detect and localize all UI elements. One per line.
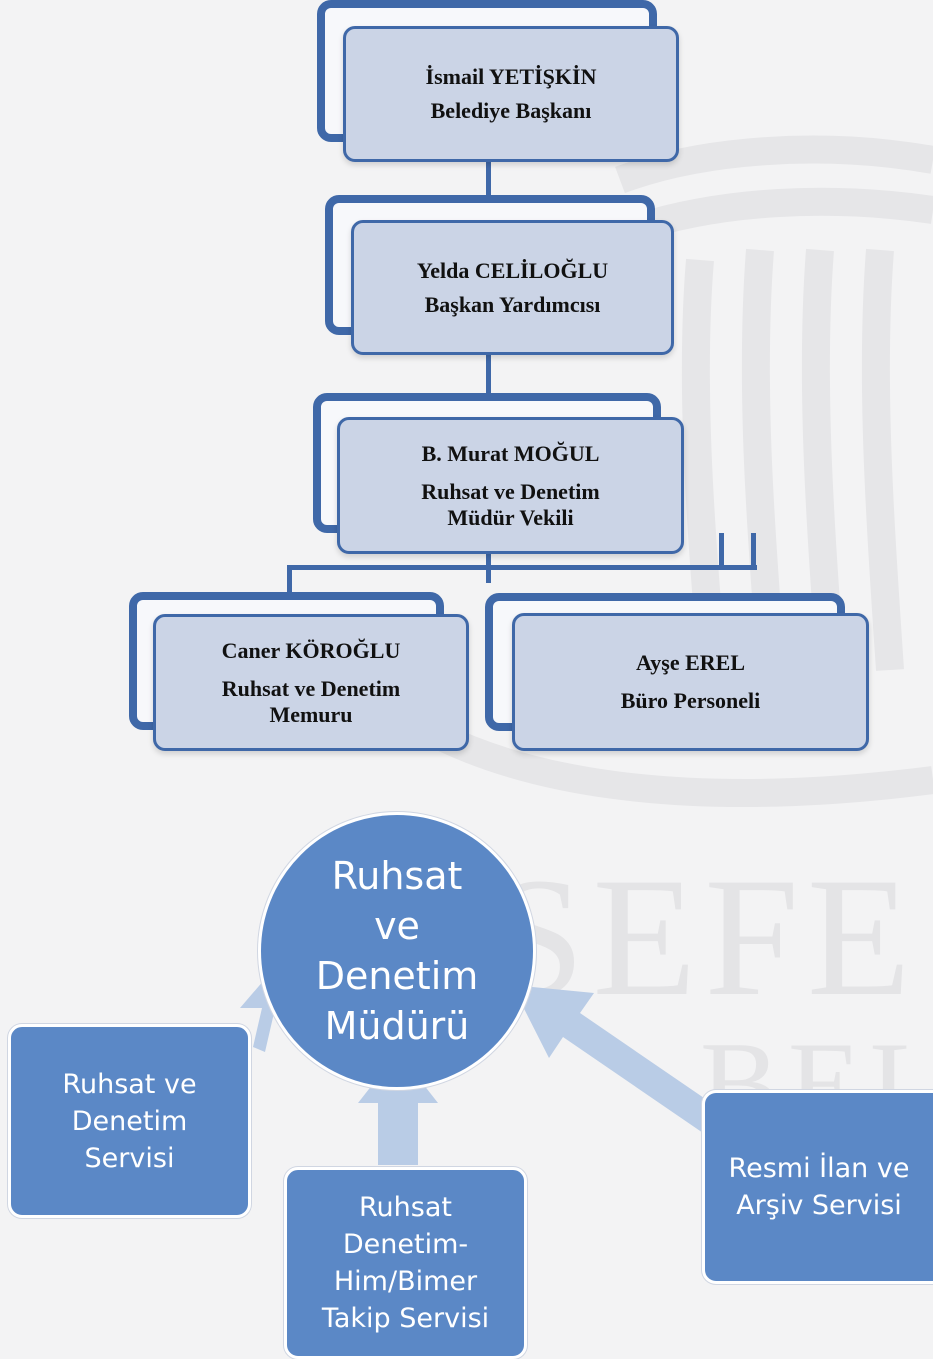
service-middle-line-1: Ruhsat	[359, 1192, 452, 1223]
circle-line-4: Müdürü	[324, 1004, 470, 1048]
connector-horizontal	[287, 565, 757, 570]
deputy-name: Yelda CELİLOĞLU	[416, 257, 609, 283]
circle-line-3: Denetim	[315, 954, 479, 998]
service-left-line-3: Servisi	[84, 1142, 175, 1174]
clerk-name: Ayşe EREL	[636, 650, 745, 675]
director-title-1: Ruhsat ve Denetim	[421, 478, 600, 504]
service-left-line-2: Denetim	[71, 1105, 188, 1137]
director-name: B. Murat MOĞUL	[421, 440, 600, 466]
service-right-line-2: Arşiv Servisi	[736, 1190, 902, 1221]
service-middle-line-2: Denetim-	[342, 1229, 469, 1260]
service-middle-line-3: Him/Bimer	[333, 1266, 478, 1297]
clerk-card: Ayşe EREL Büro Personeli	[512, 613, 869, 751]
officer-card: Caner KÖROĞLU Ruhsat ve Denetim Memuru	[153, 614, 469, 751]
service-left-line-1: Ruhsat ve	[62, 1068, 197, 1100]
deputy-title: Başkan Yardımcısı	[424, 291, 601, 317]
director-card: B. Murat MOĞUL Ruhsat ve Denetim Müdür V…	[337, 417, 684, 554]
connector-right-stub-2	[751, 533, 756, 570]
mayor-name: İsmail YETİŞKİN	[425, 64, 597, 89]
director-title-2: Müdür Vekili	[447, 504, 574, 530]
circle-line-2: ve	[374, 904, 420, 948]
connector-deputy-director	[486, 355, 491, 400]
officer-name: Caner KÖROĞLU	[221, 637, 401, 663]
officer-title-2: Memuru	[269, 701, 353, 727]
mayor-title: Belediye Başkanı	[430, 98, 592, 123]
service-box-right: Resmi İlan ve Arşiv Servisi	[702, 1090, 933, 1284]
deputy-card: Yelda CELİLOĞLU Başkan Yardımcısı	[351, 220, 674, 355]
arrow-right	[512, 985, 723, 1135]
clerk-title: Büro Personeli	[620, 688, 761, 713]
service-right-line-1: Resmi İlan ve	[728, 1153, 910, 1184]
service-middle-line-4: Takip Servisi	[321, 1303, 490, 1334]
mayor-card: İsmail YETİŞKİN Belediye Başkanı	[343, 26, 679, 162]
connector-mayor-deputy	[486, 160, 491, 206]
service-box-middle: Ruhsat Denetim- Him/Bimer Takip Servisi	[284, 1167, 527, 1359]
circle-line-1: Ruhsat	[331, 854, 463, 898]
service-box-left: Ruhsat ve Denetim Servisi	[8, 1024, 251, 1218]
connector-right-stub-1	[719, 533, 724, 570]
officer-title-1: Ruhsat ve Denetim	[221, 675, 401, 701]
connector-left-drop	[287, 565, 292, 595]
director-circle: Ruhsat ve Denetim Müdürü	[258, 812, 536, 1090]
